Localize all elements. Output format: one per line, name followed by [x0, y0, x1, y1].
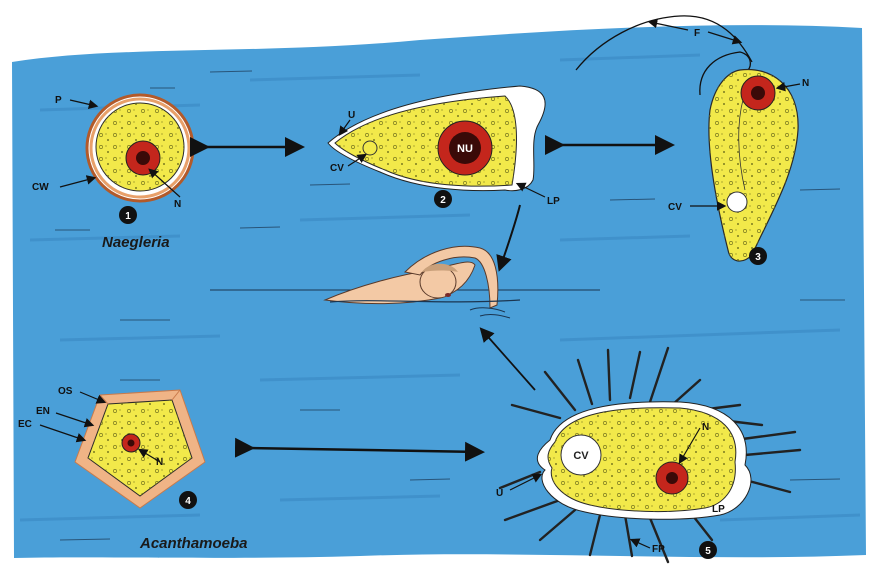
label-n1: N — [174, 199, 181, 210]
label-p: P — [55, 95, 62, 106]
label-n5: N — [702, 422, 709, 433]
label-n3: N — [802, 78, 809, 89]
label-os: OS — [58, 386, 73, 397]
label-n4: N — [156, 457, 163, 468]
stage-number-4: 4 — [185, 496, 191, 507]
stage-number-1: 1 — [125, 211, 131, 222]
stage-number-3: 3 — [755, 252, 761, 263]
stage-number-2: 2 — [440, 195, 446, 206]
label-lp5: LP — [712, 504, 725, 515]
label-naegleria: Naegleria — [102, 234, 170, 251]
label-ec: EC — [18, 419, 32, 430]
label-en: EN — [36, 406, 50, 417]
label-f: F — [694, 28, 700, 39]
label-lp1: LP — [547, 196, 560, 207]
label-acanthamoeba: Acanthamoeba — [139, 535, 248, 552]
label-cv1: CV — [330, 163, 344, 174]
stage-number-5: 5 — [705, 546, 711, 557]
naegleria-cyst — [87, 95, 193, 201]
trophozoite-cv — [363, 141, 377, 155]
label-fp: FP — [652, 544, 665, 555]
label-u1: U — [348, 110, 355, 121]
label-cv5: CV — [573, 450, 589, 462]
label-nu: NU — [457, 143, 473, 155]
label-u5: U — [496, 488, 503, 499]
label-cw: CW — [32, 182, 49, 193]
flagellate-cv — [727, 192, 747, 212]
label-cv3: CV — [668, 202, 682, 213]
